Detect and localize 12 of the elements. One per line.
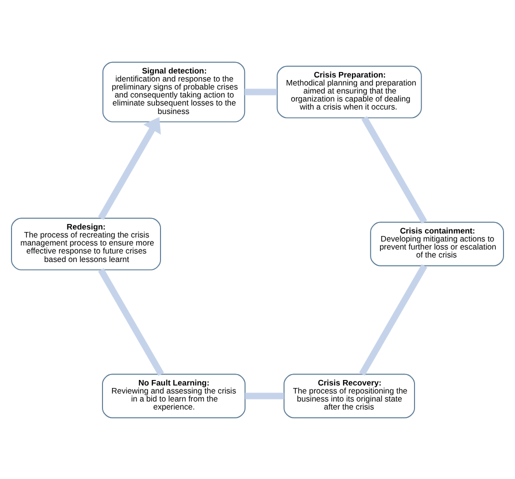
node-box: Redesign: The process of recreating the crisis management process to ensure more effective response to future crises based on lessons learnt [11, 217, 161, 270]
node-box: Crisis Recovery: The process of repositioning the business into its original state after the crisis [284, 373, 415, 418]
connector [245, 392, 284, 399]
connector [361, 116, 428, 224]
connector [359, 264, 428, 376]
arrow [98, 116, 161, 220]
node-box: Crisis containment: Developing mitigating actions to prevent further loss or escalation of the crisis [370, 221, 504, 266]
connector [98, 268, 164, 376]
node-box: Signal detection: identification and response to the preliminary signs of probable crises and consequently taking action to eliminate subsequent losses to the business [102, 61, 246, 122]
connector [244, 88, 277, 95]
node-box: Crisis Preparation: Methodical planning and preparation aimed at ensuring that the organization is capable of dealing with a crisis when it occurs. [276, 65, 422, 118]
node-box: No Fault Learning: Reviewing and assessing the crisis in a bid to learn from the experience. [102, 373, 246, 418]
